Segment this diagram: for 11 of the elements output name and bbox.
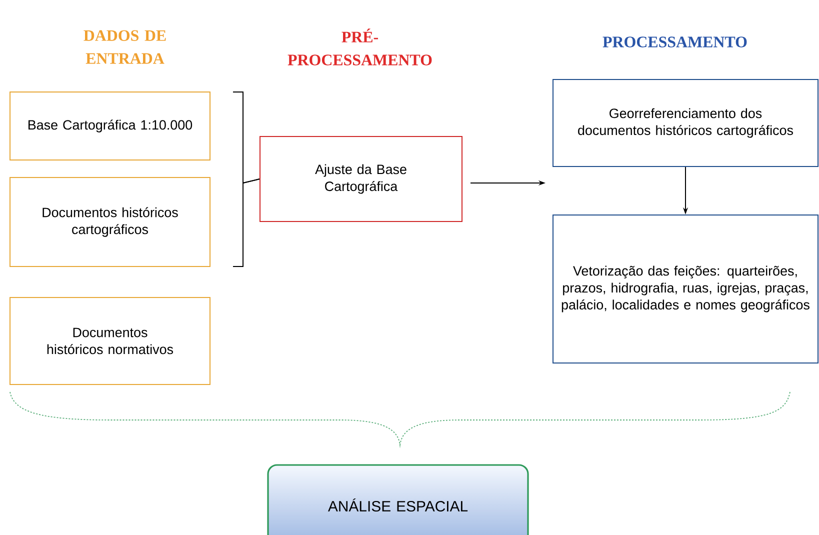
column-heading: PRÉ- PROCESSAMENTO [288,28,432,66]
column-heading: DADOS DE ENTRADA [84,30,166,64]
result-box: ANÁLISE ESPACIAL [267,464,529,535]
process-box: Documentos históricos normativos [10,297,210,385]
process-box: Georreferenciamento dos documentos históricos cartográficos [552,79,818,167]
bracket-line [232,178,260,267]
process-box: Base Cartográfica 1:10.000 [10,92,210,160]
process-box: Vetorização das feições: quarteirões, prazos, hidrografia, ruas, igrejas, praças, palácio, localidades e nomes geográficos [552,214,818,364]
column-heading: PROCESSAMENTO [602,36,747,48]
process-box: Ajuste da Base Cartográfica [260,136,462,222]
process-box: Documentos históricos cartográficos [10,177,210,267]
